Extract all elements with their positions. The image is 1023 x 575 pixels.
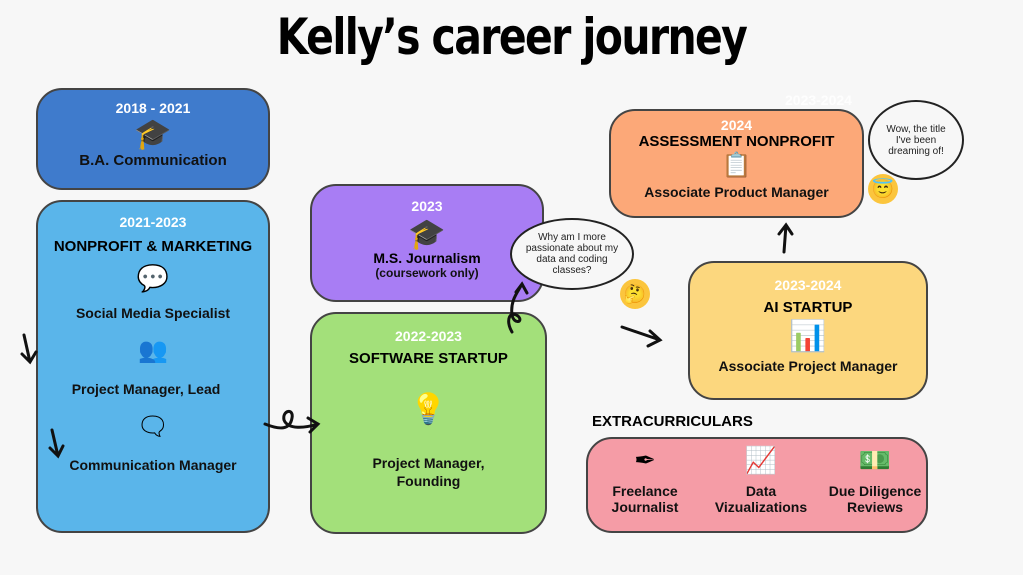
extra-label: Reviews xyxy=(846,499,904,515)
software-heading: SOFTWARE STARTUP xyxy=(349,350,508,367)
software-years: 2022-2023 xyxy=(395,328,462,344)
extra-label: Journalist xyxy=(611,499,679,515)
extra-item-journalist: ✒ Freelance Journalist xyxy=(600,447,690,515)
ms-years: 2023 xyxy=(411,198,443,214)
quill-pen-icon: ✒ xyxy=(634,445,656,475)
arrow-right xyxy=(620,325,663,348)
arrow-up xyxy=(777,222,794,254)
ba-degree: B.A. Communication xyxy=(79,152,227,169)
thought-text: Why am I more passionate about my data a… xyxy=(525,232,619,276)
ghost-years: 2023-2024 xyxy=(785,92,852,108)
extra-label: Due Diligence xyxy=(828,483,922,499)
arrow-squiggle-right xyxy=(263,410,321,434)
thought-cloud-ms: Why am I more passionate about my data a… xyxy=(510,218,634,290)
assessment-years: 2024 xyxy=(720,117,753,133)
role-social-media: Social Media Specialist xyxy=(75,305,231,321)
software-box: 2022-2023 SOFTWARE STARTUP 💡 Project Man… xyxy=(310,312,547,534)
arrow-down-1 xyxy=(20,333,38,365)
arrow-squiggle-up xyxy=(507,281,529,334)
ai-box: 2023-2024 AI STARTUP 📊 Associate Project… xyxy=(688,261,928,400)
chat-icon: 🗨 xyxy=(136,411,170,441)
ba-years: 2018 - 2021 xyxy=(115,100,191,116)
team-icon: 👥 xyxy=(138,337,168,364)
extracurriculars-heading: EXTRACURRICULARS xyxy=(592,413,753,430)
thinking-face-icon: 🤔 xyxy=(620,279,650,309)
nonprofit-heading: NONPROFIT & MARKETING xyxy=(53,238,253,255)
assessment-box: 2024 ASSESSMENT NONPROFIT 📋 Associate Pr… xyxy=(609,109,864,218)
thought-cloud-title: Wow, the title I've been dreaming of! xyxy=(868,100,964,180)
smiling-halo-face-icon: 😇 xyxy=(868,174,898,204)
graduation-cap-icon: 🎓 xyxy=(134,118,172,151)
ai-heading: AI STARTUP xyxy=(763,299,853,316)
money-bill-icon: 💵 xyxy=(858,445,892,475)
lightbulb-icon: 💡 xyxy=(409,393,448,426)
role-communication-manager: Communication Manager xyxy=(69,457,237,473)
thought-text: Wow, the title I've been dreaming of! xyxy=(886,123,946,157)
graduation-cap-icon: 🎓 xyxy=(408,218,446,251)
ai-years: 2023-2024 xyxy=(774,277,842,293)
ba-box: 2018 - 2021 🎓 B.A. Communication xyxy=(36,88,270,190)
assessment-heading: ASSESSMENT NONPROFIT xyxy=(638,133,835,150)
extra-label: Vizualizations xyxy=(714,499,808,515)
extra-label: Freelance xyxy=(612,483,678,499)
social-media-icon: 💬 xyxy=(136,263,170,293)
extra-label: Data xyxy=(745,483,777,499)
role-project-manager: Project Manager, Lead xyxy=(71,381,221,397)
nonprofit-years: 2021-2023 xyxy=(119,214,187,230)
software-role-1: Project Manager, xyxy=(372,455,485,471)
extra-item-due-diligence: 💵 Due Diligence Reviews xyxy=(822,447,928,515)
extracurriculars-box: ✒ Freelance Journalist 📈 Data Vizualizat… xyxy=(586,437,928,533)
ai-role: Associate Project Manager xyxy=(718,358,898,374)
page-title: Kelly’s career journey xyxy=(276,8,748,66)
extra-item-dataviz: 📈 Data Vizualizations xyxy=(706,447,816,515)
ms-degree: M.S. Journalism xyxy=(373,250,481,266)
bar-chart-icon: 📊 xyxy=(789,320,827,353)
arrow-down-2 xyxy=(48,428,65,459)
nonprofit-box: 2021-2023 NONPROFIT & MARKETING 💬 Social… xyxy=(36,200,270,533)
trend-chart-icon: 📈 xyxy=(744,445,778,475)
ms-note: (coursework only) xyxy=(375,266,479,280)
software-role-2: Founding xyxy=(396,473,461,489)
assessment-role: Associate Product Manager xyxy=(644,184,829,200)
clipboard-checklist-icon: 📋 xyxy=(721,152,752,179)
